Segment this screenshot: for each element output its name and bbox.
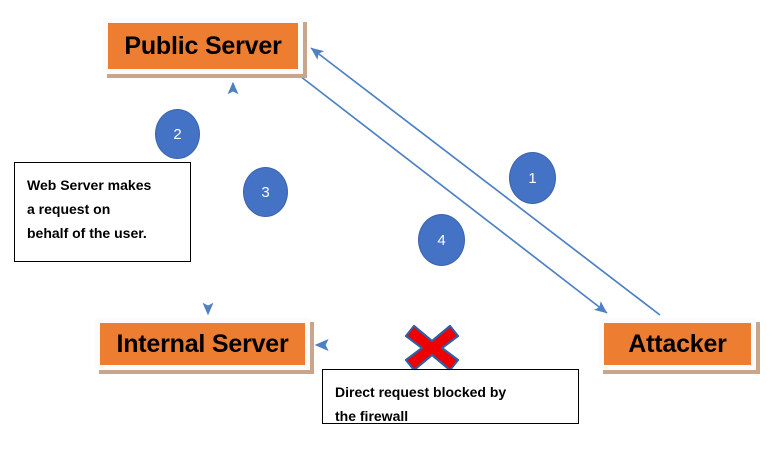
node-attacker-label: Attacker <box>628 329 727 358</box>
step-badge-1[interactable]: 1 <box>509 152 556 204</box>
note-firewall-line-2: the firewall <box>335 408 409 425</box>
node-public-server[interactable]: Public Server <box>103 18 303 74</box>
step-badge-3-label: 3 <box>261 183 270 201</box>
note-firewall-line-1: Direct request blocked by <box>335 384 507 400</box>
node-public-server-label: Public Server <box>124 31 282 60</box>
blocked-x-icon <box>404 324 460 372</box>
node-attacker[interactable]: Attacker <box>599 318 756 370</box>
note-web-server-line-2: a request on <box>27 201 111 218</box>
step-badge-1-label: 1 <box>528 169 537 187</box>
node-internal-server[interactable]: Internal Server <box>95 318 310 370</box>
step-badge-3[interactable]: 3 <box>243 167 288 217</box>
step-badge-2-label: 2 <box>173 125 182 143</box>
node-internal-server-label: Internal Server <box>116 329 289 358</box>
step-badge-4-label: 4 <box>437 231 446 249</box>
edge-4-public-server-to-attacker <box>299 75 608 314</box>
note-web-server: Web Server makes a request on behalf of … <box>14 162 191 262</box>
edge-1-attacker-to-public-server <box>310 47 661 316</box>
step-badge-4[interactable]: 4 <box>418 214 465 266</box>
step-badge-2[interactable]: 2 <box>155 109 200 159</box>
note-web-server-line-3: behalf of the user. <box>27 225 147 242</box>
note-firewall: Direct request blocked by the firewall <box>322 369 579 424</box>
note-web-server-line-1: Web Server makes <box>27 177 152 193</box>
